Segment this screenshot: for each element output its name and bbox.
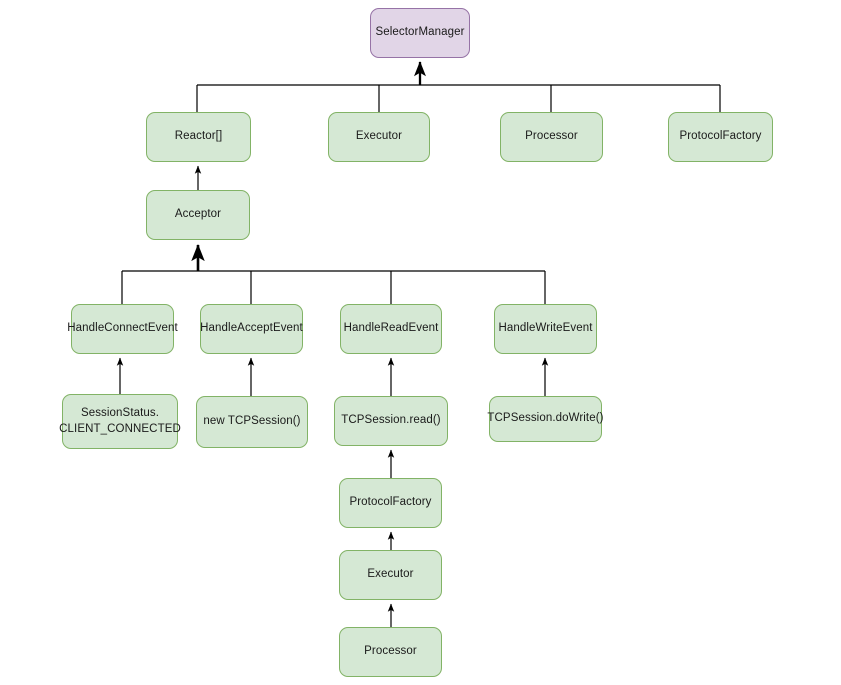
node-processor-top[interactable]: Processor [500,112,603,162]
node-executor-top[interactable]: Executor [328,112,430,162]
node-session-status[interactable]: SessionStatus. CLIENT_CONNECTED [59,394,181,449]
node-handle-accept-event[interactable]: HandleAcceptEvent [200,304,303,354]
node-tcpsession-dowrite[interactable]: TCPSession.doWrite() [487,396,603,442]
node-protocol-factory-bottom[interactable]: ProtocolFactory [339,478,442,528]
edge-top-bus [196,61,721,112]
node-new-tcpsession[interactable]: new TCPSession() [196,396,308,448]
node-tcpsession-read[interactable]: TCPSession.read() [334,396,448,446]
edge-handlers-bus [121,243,546,304]
node-selector-manager[interactable]: SelectorManager [370,8,470,58]
node-processor-bottom[interactable]: Processor [339,627,442,677]
node-handle-read-event[interactable]: HandleReadEvent [340,304,442,354]
node-executor-bottom[interactable]: Executor [339,550,442,600]
node-acceptor[interactable]: Acceptor [146,190,250,240]
node-protocol-factory-top[interactable]: ProtocolFactory [668,112,773,162]
node-handle-connect-event[interactable]: HandleConnectEvent [67,304,178,354]
node-reactor-array[interactable]: Reactor[] [146,112,251,162]
node-handle-write-event[interactable]: HandleWriteEvent [494,304,597,354]
